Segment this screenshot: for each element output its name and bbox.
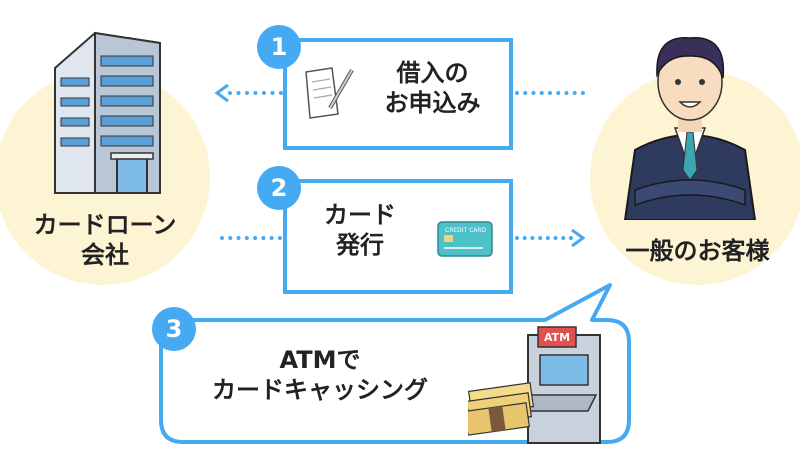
- company-name-line2: 会社: [81, 241, 129, 269]
- step1-label: 借入の お申込み: [360, 58, 505, 118]
- office-building-icon: [45, 28, 165, 198]
- step1-dotted-line-right: [515, 91, 585, 95]
- company-name-line1: カードローン: [33, 211, 177, 239]
- step1-dotted-line-left: [228, 91, 283, 95]
- step3-label-line1: ATMで: [279, 346, 361, 374]
- step2-dotted-line-right: [515, 236, 573, 240]
- step2-label: カード 発行: [300, 200, 420, 260]
- company-label: カードローン 会社: [0, 210, 210, 270]
- customer-label: 一般のお客様: [625, 237, 770, 265]
- step1-arrowhead-left: [212, 82, 232, 104]
- step3-label-line2: カードキャッシング: [212, 376, 428, 404]
- step2-label-line2: 発行: [336, 231, 384, 259]
- step2-label-line1: カード: [324, 201, 396, 229]
- credit-card-icon: CREDIT CARD: [437, 221, 493, 257]
- application-form-icon: [302, 64, 357, 122]
- step2-dotted-line-left: [220, 236, 282, 240]
- step3-number-badge: 3: [152, 307, 196, 351]
- atm-sign-text: ATM: [544, 331, 570, 344]
- step1-label-line1: 借入の: [396, 59, 469, 87]
- step2-arrowhead-right: [568, 227, 588, 249]
- businessman-icon: [605, 20, 775, 221]
- step3-label: ATMで カードキャッシング: [175, 345, 465, 405]
- step1-label-line2: お申込み: [384, 89, 481, 117]
- step2-number-badge: 2: [257, 166, 301, 210]
- step1-number-badge: 1: [257, 25, 301, 69]
- credit-card-text: CREDIT CARD: [445, 227, 487, 234]
- atm-icon: ATM: [463, 325, 618, 445]
